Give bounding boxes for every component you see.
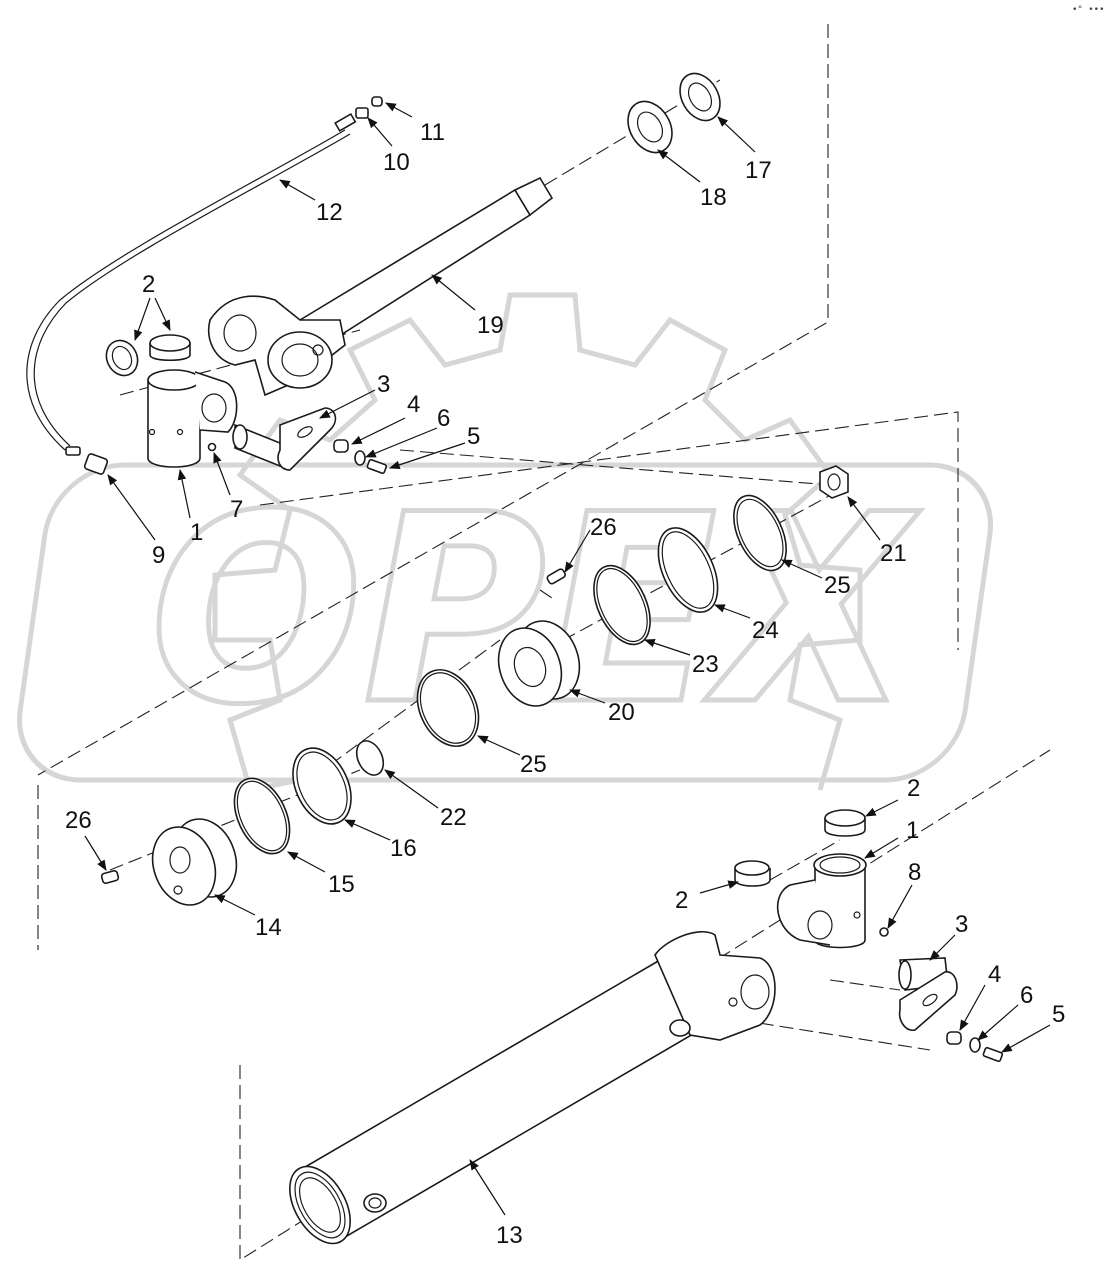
cylinder-eye-1-lower (776, 853, 867, 949)
spacer-4-lower (946, 1031, 962, 1045)
callout-23: 23 (692, 651, 719, 678)
cylinder-barrel-13 (289, 930, 776, 1245)
set-screw-26-lower (100, 869, 120, 885)
bushing-2-upper-left (105, 339, 139, 377)
o-ring-25-lower (416, 669, 480, 747)
callout-6-upper: 6 (437, 405, 450, 432)
callout-19: 19 (477, 312, 504, 339)
callout-25-lower: 25 (520, 751, 547, 778)
washer-6-lower (969, 1037, 981, 1053)
leader-lines (84, 102, 1051, 1216)
bushing-2-lower-left (734, 860, 771, 887)
callout-2-lower-left: 2 (675, 887, 688, 914)
watermark-logo: OPEX (17, 292, 994, 793)
pin-3-lower (898, 957, 958, 1031)
seal-16 (292, 747, 352, 825)
callout-26-lower: 26 (65, 807, 92, 834)
callout-2-upper: 2 (142, 271, 155, 298)
callout-9: 9 (152, 542, 165, 569)
bolt-5-lower (982, 1046, 1004, 1063)
grease-cap-11 (371, 96, 383, 107)
callout-17: 17 (745, 157, 772, 184)
piston-rod-19 (208, 176, 554, 397)
callout-18: 18 (700, 184, 727, 211)
seal-24 (657, 527, 719, 613)
corner-mark: •° ••• (1072, 5, 1105, 15)
grease-fitting-10 (355, 107, 369, 119)
o-ring-23 (593, 564, 651, 646)
callout-5-lower: 5 (1052, 1001, 1065, 1028)
callout-21: 21 (880, 540, 907, 567)
bolt-5-upper (366, 458, 388, 475)
callout-6-lower: 6 (1020, 982, 1033, 1009)
set-screw-7 (207, 442, 217, 452)
o-ring-22 (355, 740, 385, 776)
callout-24: 24 (752, 617, 779, 644)
callout-12: 12 (316, 199, 343, 226)
callout-25-upper: 25 (824, 572, 851, 599)
callout-3-lower: 3 (955, 911, 968, 938)
callout-4-lower: 4 (988, 961, 1001, 988)
watermark-text: OPEX (150, 460, 920, 762)
callout-14: 14 (255, 914, 282, 941)
callout-15: 15 (328, 871, 355, 898)
callout-2-lower-top: 2 (907, 775, 920, 802)
elbow-fitting-9 (65, 446, 109, 475)
callout-7: 7 (230, 496, 243, 523)
grease-hose-12 (26, 112, 357, 451)
spacer-4-upper (333, 439, 349, 453)
callout-11: 11 (420, 119, 445, 146)
callout-20: 20 (608, 699, 635, 726)
set-screw-8 (879, 927, 889, 937)
callout-13: 13 (496, 1222, 523, 1249)
cylinder-eye-1-upper (147, 369, 238, 468)
bushing-2-upper-right (149, 334, 191, 362)
callout-10: 10 (383, 149, 410, 176)
callout-1-upper: 1 (190, 519, 203, 546)
callout-22: 22 (440, 804, 467, 831)
callout-8: 8 (908, 859, 921, 886)
callout-5-upper: 5 (467, 423, 480, 450)
gland-14 (151, 818, 238, 906)
o-ring-15 (233, 777, 291, 855)
callout-26-upper: 26 (590, 514, 617, 541)
callout-16: 16 (390, 835, 417, 862)
seal-ring-18 (627, 100, 673, 154)
o-ring-25-upper (733, 494, 787, 572)
nut-21 (819, 465, 849, 499)
callout-labels: 11 10 12 18 17 19 2 3 4 6 5 7 1 9 26 21 … (65, 119, 1065, 1249)
callout-4-upper: 4 (407, 391, 420, 418)
piston-20 (497, 620, 581, 707)
pin-3-upper (232, 407, 337, 471)
callout-3-upper: 3 (377, 371, 390, 398)
bushing-2-lower-top (824, 809, 866, 837)
washer-6-upper (354, 450, 366, 466)
callout-1-lower: 1 (906, 817, 919, 844)
seal-ring-17 (679, 72, 721, 122)
set-screw-26-upper (546, 568, 566, 585)
